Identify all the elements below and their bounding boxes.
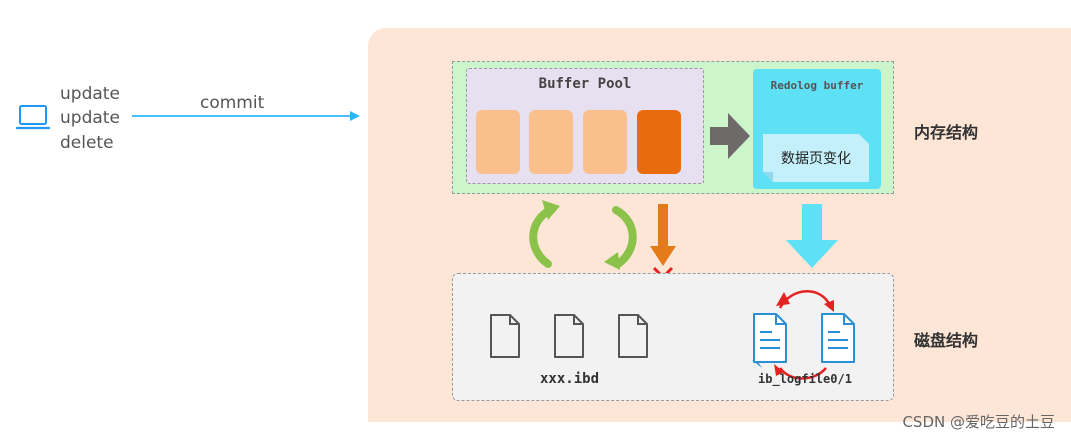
page-change-card (763, 134, 869, 182)
page-change-label: 数据页变化 (781, 151, 851, 167)
dirty-page (637, 110, 681, 174)
laptop-icon (16, 105, 50, 130)
redolog-flush-arrow-icon (786, 204, 838, 268)
ibd-file-label: xxx.ibd (540, 371, 600, 387)
buffer-page (476, 110, 520, 174)
logfile-cycle-icon (752, 290, 855, 380)
operation-update-2: update (60, 108, 120, 128)
ibd-file-icon (490, 314, 520, 358)
disk-structure-label: 磁盘结构 (914, 331, 979, 350)
load-flush-cycle-icon (529, 200, 637, 270)
logfile-label: ib_logfile0/1 (758, 372, 852, 386)
buffer-page (583, 110, 627, 174)
operation-update-1: update (60, 84, 120, 104)
watermark: CSDN @爱吃豆的土豆 (902, 413, 1055, 431)
buffer-pool-title: Buffer Pool (538, 76, 632, 92)
commit-label: commit (200, 93, 265, 113)
commit-arrow-icon (132, 111, 360, 121)
write-to-redolog-arrow-icon (710, 113, 750, 159)
redolog-buffer-title: Redolog buffer (770, 79, 864, 92)
memory-structure-label: 内存结构 (914, 123, 979, 142)
operation-delete: delete (60, 133, 114, 153)
ibd-file-icon (618, 314, 648, 358)
buffer-page (529, 110, 573, 174)
ibd-file-icon (554, 314, 584, 358)
